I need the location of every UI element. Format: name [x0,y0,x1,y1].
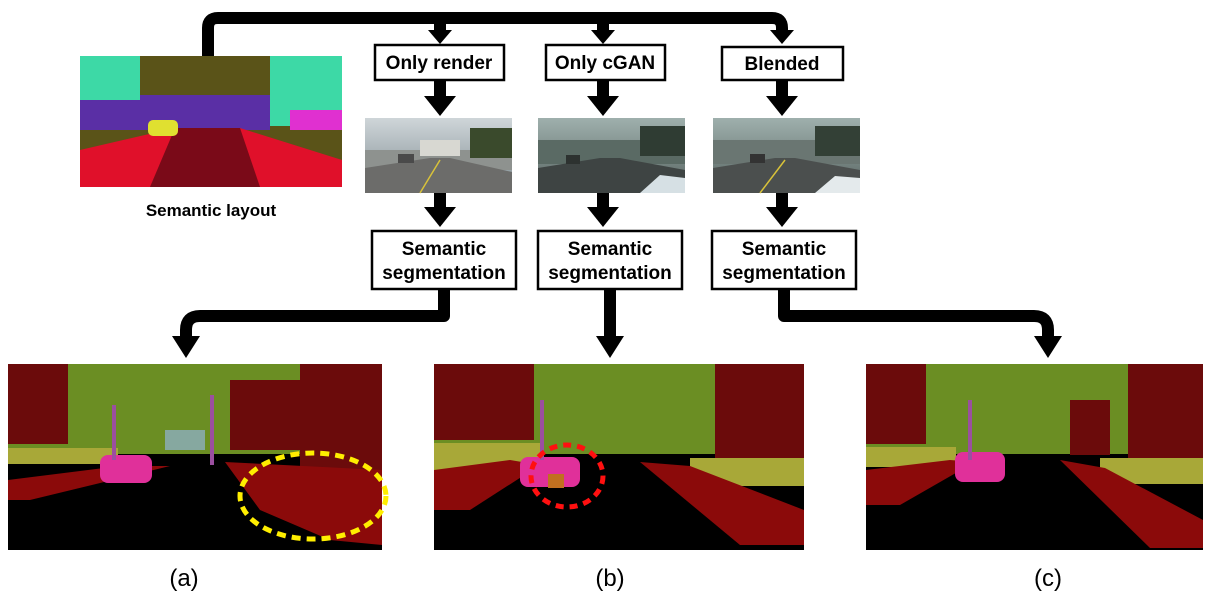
method-blended: Blended [720,45,845,82]
segmentation-render-line1: Semantic [402,239,487,260]
arrowhead-a [172,336,200,358]
connector-to-c [778,289,1054,338]
segmentation-result-c [866,364,1203,550]
segmentation-result-b [434,364,804,550]
bottom-arrowheads [172,336,1062,358]
method-cgan: Only cGAN [544,43,667,82]
segmentation-box-blended: Semantic segmentation [710,229,858,291]
top-connector-line [202,12,788,62]
arrowhead-c [1034,336,1062,358]
caption-a: (a) [169,565,198,592]
arrowhead-render [428,30,452,44]
blended-output-image [713,118,860,194]
semantic-layout-image [80,56,342,187]
connector-to-a [180,289,450,338]
highlight-ellipse-b [528,442,606,510]
method-blended-label: Blended [745,54,820,75]
caption-b: (b) [595,565,624,592]
render-output-image [365,118,512,194]
segmentation-blended-line2: segmentation [722,263,846,284]
segmentation-box-render: Semantic segmentation [370,229,518,291]
method-cgan-label: Only cGAN [555,53,655,74]
highlight-ellipse-a [237,450,389,542]
bottom-connectors [180,289,1054,338]
arrows-to-images [424,80,798,116]
segmentation-cgan-line2: segmentation [548,263,672,284]
caption-c: (c) [1034,565,1062,592]
top-arrowheads [428,30,794,44]
segmentation-box-cgan: Semantic segmentation [536,229,684,291]
method-render: Only render [373,43,506,82]
arrowhead-blended [770,30,794,44]
segmentation-render-line2: segmentation [382,263,506,284]
semantic-layout-label: Semantic layout [146,201,277,220]
segmentation-cgan-line1: Semantic [568,239,653,260]
arrowhead-cgan [591,30,615,44]
segmentation-blended-line1: Semantic [742,239,827,260]
segmentation-result-a [8,364,389,550]
arrowhead-b [596,336,624,358]
arrows-to-segmentation [424,193,798,227]
method-render-label: Only render [386,53,493,74]
cgan-output-image [538,118,685,193]
